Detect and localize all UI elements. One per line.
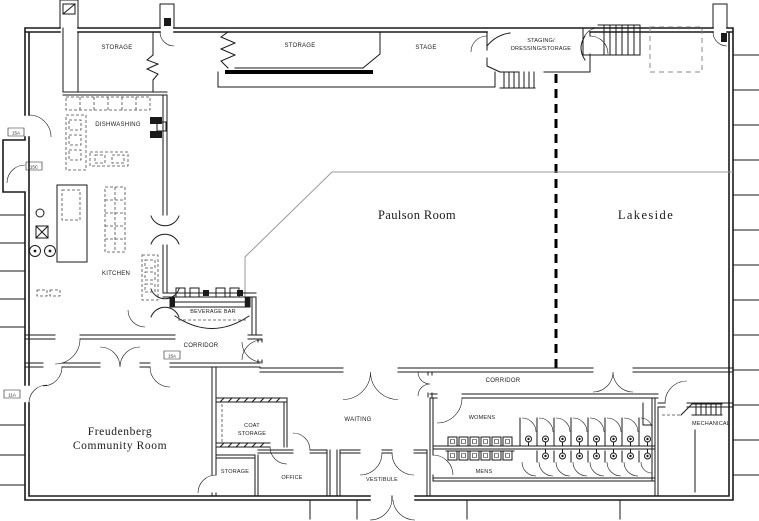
label-stage: STAGE (415, 45, 436, 51)
range-burner (29, 245, 41, 257)
kitchen-casework (36, 96, 159, 301)
door-arcs (6, 27, 728, 521)
door-tags: 15A 15C 15A 11A (3, 127, 181, 399)
door-tag: 15A (12, 131, 20, 136)
room-labels: STORAGE STORAGE STAGE STAGING/ DRESSING/… (73, 38, 730, 483)
toilets (525, 435, 651, 460)
label-corridor-south: CORRIDOR (486, 378, 521, 384)
pass-through (150, 117, 162, 124)
pass-through (150, 131, 162, 138)
label-coat-line2: STORAGE (238, 431, 266, 437)
label-dishwashing: DISHWASHING (95, 122, 141, 128)
label-lakeside: Lakeside (618, 208, 674, 222)
door-tag: 15C (30, 165, 39, 170)
label-paulson-room: Paulson Room (378, 208, 456, 222)
exterior-walls (2, 27, 734, 501)
sink-counters (445, 436, 515, 461)
wall-ticks (0, 54, 759, 520)
sink-fixture (35, 208, 45, 218)
label-mens: MENS (476, 469, 493, 475)
stall-door-arcs (521, 417, 653, 477)
label-freudenberg-line2: Community Room (73, 440, 167, 452)
label-kitchen: KITCHEN (102, 271, 130, 277)
label-beverage-bar: BEVERAGE BAR (190, 309, 236, 315)
label-corridor-west: CORRIDOR (184, 343, 219, 349)
range-burner (44, 245, 56, 257)
label-storage-stage: STORAGE (285, 43, 316, 49)
room-boundary-line (244, 171, 733, 307)
label-staging-line2: DRESSING/STORAGE (511, 46, 571, 52)
label-coat-line1: COAT (244, 423, 260, 429)
top-structures (59, 0, 728, 73)
label-freudenberg-line1: Freudenberg (88, 426, 153, 438)
door-leaf (721, 33, 727, 42)
label-mechanical: MECHANICAL (692, 421, 730, 427)
label-office: OFFICE (281, 475, 302, 481)
dashed-overhead-area (649, 26, 703, 73)
door-leaf (164, 18, 171, 26)
label-vestibule: VESTIBULE (366, 477, 398, 483)
label-womens: WOMENS (469, 415, 496, 421)
label-storage-northwest: STORAGE (102, 45, 133, 51)
door-tag: 11A (8, 393, 16, 398)
stage-area (217, 31, 496, 88)
community-room-walls (211, 366, 217, 497)
restrooms (429, 397, 656, 482)
staging-room (486, 31, 591, 89)
label-waiting: WAITING (344, 417, 371, 423)
south-rooms (215, 397, 431, 501)
label-staging-line1: STAGING/ (527, 38, 555, 44)
stall-partitions (519, 417, 640, 463)
label-storage-south: STORAGE (221, 469, 249, 475)
beverage-bar-area (162, 287, 263, 364)
kitchen-area (24, 27, 263, 368)
door-tag: 15A (168, 354, 176, 359)
mechanical-room (654, 402, 734, 497)
